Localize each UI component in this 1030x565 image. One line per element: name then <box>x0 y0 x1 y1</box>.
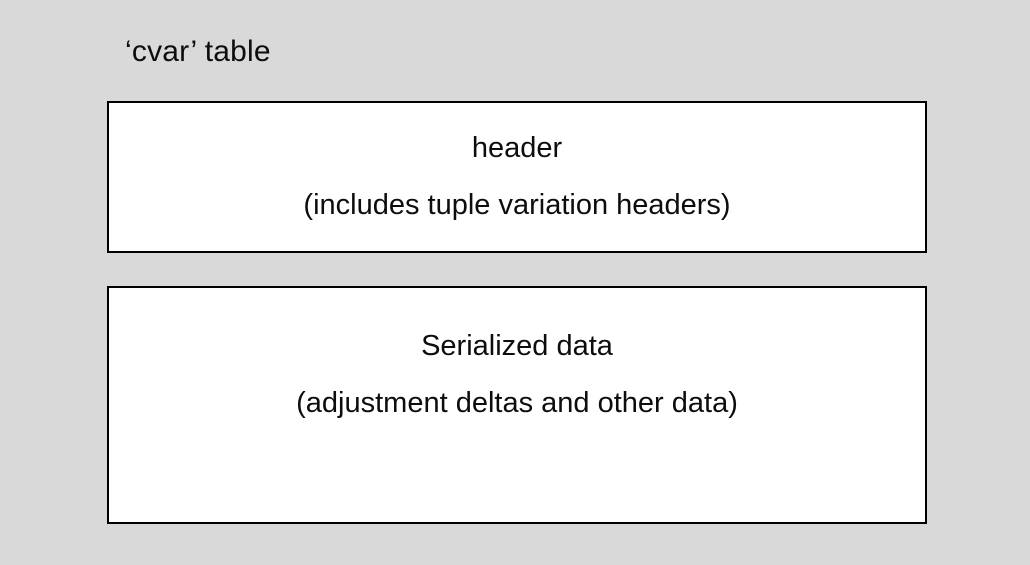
diagram-title: ‘cvar’ table <box>125 35 271 68</box>
serialized-data-block: Serialized data (adjustment deltas and o… <box>107 286 927 524</box>
header-block: header (includes tuple variation headers… <box>107 101 927 253</box>
header-block-sublabel: (includes tuple variation headers) <box>303 189 731 221</box>
header-block-label: header <box>471 132 563 164</box>
serialized-data-block-label: Serialized data <box>421 330 613 362</box>
serialized-data-block-sublabel: (adjustment deltas and other data) <box>296 387 738 419</box>
